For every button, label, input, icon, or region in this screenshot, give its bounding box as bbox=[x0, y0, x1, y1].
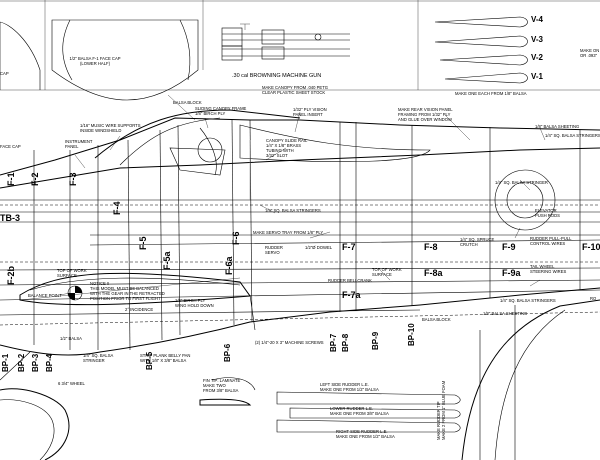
face-cap-label: FACE CAP bbox=[0, 144, 21, 149]
fuselage-outline bbox=[0, 117, 600, 356]
face-cap-lower-label: 1/2" BALSA F-1 FACE CAP(LOWER HALF) bbox=[69, 56, 120, 66]
f1-label: F-1 bbox=[6, 173, 16, 187]
bp7-label: BP-7 bbox=[329, 333, 338, 352]
bp3-label: BP-3 bbox=[31, 353, 40, 372]
v1-label: V-1 bbox=[531, 72, 544, 81]
left-rudder-label: LEFT SIDE RUDDER L.E.MAKE ONE FROM 1/2" … bbox=[320, 382, 379, 392]
sheet-frame bbox=[0, 0, 600, 91]
lower-rudder-label: LOWER RUDDER L.E.MAKE ONE FROM 3/8" BALS… bbox=[330, 406, 389, 416]
former-lines bbox=[33, 119, 581, 351]
balsa-block-right-label: BALSA BLOCK bbox=[422, 317, 451, 322]
sq-stringers-mid-label: 1/4" SQ. BALSA STRINGERS bbox=[265, 208, 321, 213]
canopy-drawing bbox=[94, 109, 556, 231]
tb3-label: TB-3 bbox=[0, 213, 20, 223]
v4-label: V-4 bbox=[531, 15, 544, 24]
cap-label: CAP bbox=[0, 71, 9, 76]
bp1-label: BP-1 bbox=[1, 353, 10, 372]
wing-section bbox=[19, 272, 256, 331]
sq-stringer-right-label: 1/4" SQ. BALSA STRINGER bbox=[495, 180, 548, 185]
f7-label: F-7 bbox=[342, 242, 356, 252]
belly-pan-labels: BP-1 BP-2 BP-3 BP-4 BP-5 BP-6 BP-7 BP-8 … bbox=[1, 323, 416, 372]
vents-note-label: MAKE ONE EACH FROM 1/8" BALSA bbox=[455, 91, 527, 96]
balsa-block-label: BALSA BLOCK bbox=[173, 100, 202, 105]
f9-label: F-9 bbox=[502, 242, 516, 252]
bp8-label: BP-8 bbox=[341, 333, 350, 352]
bp10-label: BP-10 bbox=[407, 323, 416, 346]
vent-parts bbox=[434, 16, 528, 84]
balsa-sheeting-label: 1/8" BALSA SHEETING bbox=[535, 124, 579, 129]
sq-stringers-right2-label: 1/4" SQ. BALSA STRINGERS bbox=[500, 298, 556, 303]
face-cap-parts bbox=[0, 19, 199, 101]
f4-label: F-4 bbox=[112, 202, 122, 216]
f9a-label: F-9a bbox=[502, 268, 522, 278]
landing-wheel bbox=[0, 351, 70, 460]
f8a-label: F-8a bbox=[424, 268, 444, 278]
leader-lines bbox=[59, 94, 546, 296]
incidence-label: 2° INCIDENCE bbox=[125, 307, 153, 312]
v3-label: V-3 bbox=[531, 35, 544, 44]
dowel-label: 1/2"Ø DOWEL bbox=[305, 245, 333, 250]
servo-tray-label: MAKE SERVO TRAY FROM 1/8" PLY bbox=[253, 230, 323, 235]
f7a-label: F-7a bbox=[342, 290, 362, 300]
sq-stringers-label: 1/4" SQ. BALSA STRINGERS bbox=[545, 133, 600, 138]
machine-gun-drawing bbox=[221, 23, 350, 61]
former-labels: F-1 F-2 F-3 F-4 F-5 F-5a F-6 F-6a F-7 F-… bbox=[0, 173, 600, 301]
f5a-label: F-5a bbox=[162, 251, 172, 271]
bp5-label: BP-5 bbox=[145, 351, 154, 370]
f2-label: F-2 bbox=[30, 173, 40, 187]
right-rudder-label: RIGHT SIDE RUDDER L.E.MAKE ONE FROM 1/2"… bbox=[336, 429, 395, 439]
callout-labels: 1/2" BALSA F-1 FACE CAP(LOWER HALF) CAP FA… bbox=[0, 48, 600, 439]
bp6-label: BP-6 bbox=[223, 343, 232, 362]
balsa-sheeting-right-label: 1/8" BALSA SHEETING bbox=[483, 311, 527, 316]
f6-label: F-6 bbox=[231, 232, 241, 246]
bp9-label: BP-9 bbox=[371, 331, 380, 350]
f8-label: F-8 bbox=[424, 242, 438, 252]
rudder-tip-label: MAKE RUDDER TIPMAKE 2 FROM 1" BLUE FOAM bbox=[436, 380, 446, 440]
f3-label: F-3 bbox=[68, 173, 78, 187]
f10-label: F-10 bbox=[582, 242, 600, 252]
rudder-parts bbox=[199, 299, 600, 460]
bp2-label: BP-2 bbox=[17, 353, 26, 372]
rudder-bellcrank-label: RUDDER BELLCRANK bbox=[328, 278, 372, 283]
bp4-label: BP-4 bbox=[45, 353, 54, 372]
f2b-label: F-2b bbox=[6, 266, 16, 286]
mg-title-label: .30 cal BROWNING MACHINE GUN bbox=[232, 73, 321, 79]
vent-labels: V-4 V-3 V-2 V-1 bbox=[531, 15, 544, 81]
f5-label: F-5 bbox=[138, 237, 148, 251]
balance-point-label: BALANCE POINT bbox=[28, 293, 62, 298]
wheel-label: 6 3/4" WHEEL bbox=[58, 381, 86, 386]
machine-screws-label: (2) 1/4"-20 X 3" MACHINE SCREWS bbox=[255, 340, 324, 345]
f6a-label: F-6a bbox=[224, 256, 234, 276]
balsa-half-label: 1/2" BALSA bbox=[60, 336, 82, 341]
ro-label: RO bbox=[590, 296, 597, 301]
v2-label: V-2 bbox=[531, 53, 544, 62]
